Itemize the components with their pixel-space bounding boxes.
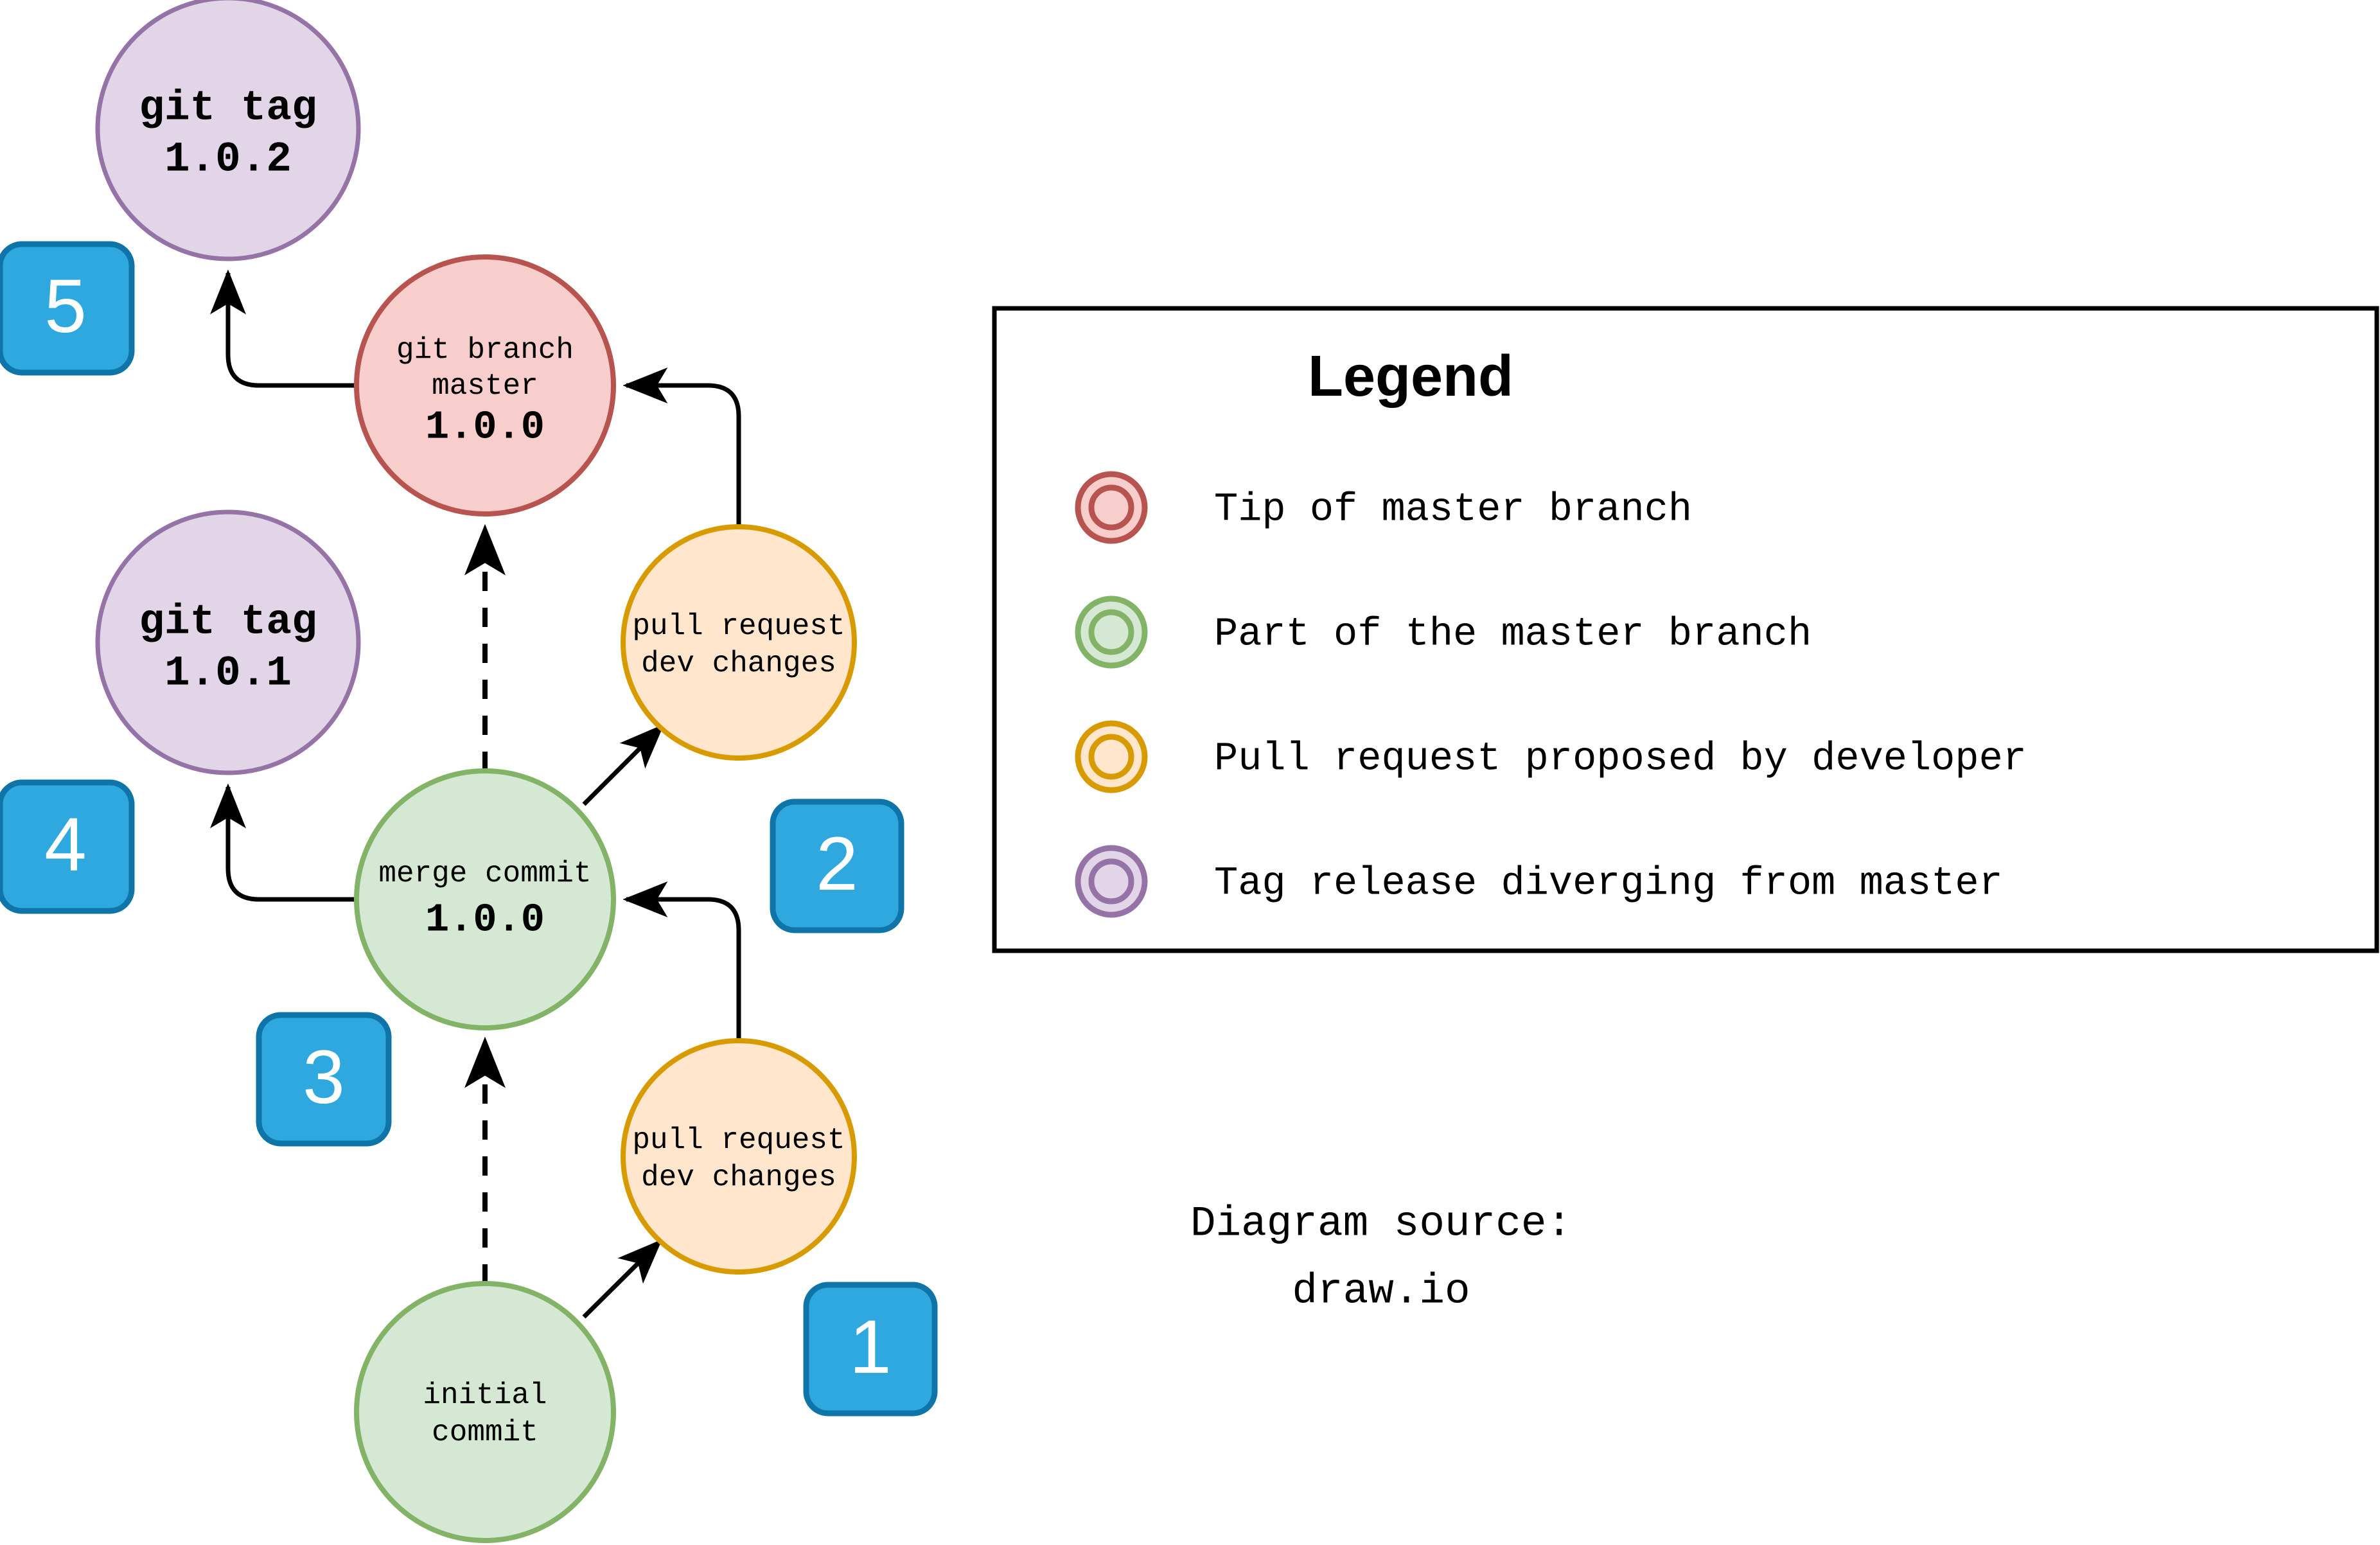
node-pr-top-line2: dev changes xyxy=(641,647,836,680)
diagram-source-note: Diagram source: draw.io xyxy=(1190,1199,1572,1315)
edge-master-to-tag-102 xyxy=(210,269,357,388)
node-layer: git tag 1.0.2 git branch master 1.0.0 gi… xyxy=(95,0,857,1543)
edge-pr-bottom-to-merge xyxy=(622,881,741,1041)
green-ring-icon xyxy=(1075,596,1148,669)
node-pr-bottom-line1: pull request xyxy=(632,1124,845,1157)
step-badge-1-label: 1 xyxy=(849,1305,892,1390)
step-badge-4[interactable]: 4 xyxy=(0,779,135,914)
legend-item-pull-request[interactable]: Pull request proposed by developer xyxy=(1075,720,2027,793)
node-master-line1: git branch xyxy=(396,333,574,367)
legend-item-tip-of-master[interactable]: Tip of master branch xyxy=(1075,471,1692,544)
step-badge-5-label: 5 xyxy=(44,264,87,349)
step-badge-4-label: 4 xyxy=(44,802,87,887)
step-badge-3[interactable]: 3 xyxy=(256,1012,392,1147)
node-git-tag-1-0-1-line1: git tag xyxy=(139,597,317,646)
step-badge-2[interactable]: 2 xyxy=(770,799,904,933)
node-master-version: 1.0.0 xyxy=(425,404,545,450)
node-initial-line1: initial xyxy=(423,1379,547,1412)
node-pull-request-bottom[interactable]: pull request dev changes xyxy=(621,1038,857,1275)
node-merge-line1: merge commit xyxy=(378,857,591,890)
step-badge-5[interactable]: 5 xyxy=(0,241,135,376)
node-pull-request-top[interactable]: pull request dev changes xyxy=(621,524,857,761)
node-git-tag-1-0-1[interactable]: git tag 1.0.1 xyxy=(95,509,361,775)
orange-ring-icon xyxy=(1075,720,1148,793)
node-initial-commit[interactable]: initial commit xyxy=(354,1281,616,1543)
node-pr-top-line1: pull request xyxy=(632,610,845,643)
node-pr-bottom-line2: dev changes xyxy=(641,1161,836,1194)
legend-item-label-3: Pull request proposed by developer xyxy=(1214,736,2027,781)
node-git-branch-master[interactable]: git branch master 1.0.0 xyxy=(354,254,616,516)
diagram-source-line1: Diagram source: xyxy=(1190,1199,1572,1248)
node-git-tag-1-0-1-line2: 1.0.1 xyxy=(164,649,292,697)
edge-initial-to-pr-bottom xyxy=(582,1239,662,1319)
node-merge-commit[interactable]: merge commit 1.0.0 xyxy=(354,768,616,1030)
legend-item-label-1: Tip of master branch xyxy=(1214,486,1692,532)
legend-item-label-4: Tag release diverging from master xyxy=(1214,860,2003,906)
edge-layer xyxy=(210,269,741,1319)
legend-box-frame xyxy=(992,306,2379,953)
step-badge-2-label: 2 xyxy=(816,822,858,906)
edge-merge-to-pr-top xyxy=(582,724,664,806)
purple-ring-icon xyxy=(1075,845,1148,918)
step-badge-3-label: 3 xyxy=(303,1035,345,1120)
step-badge-1[interactable]: 1 xyxy=(803,1282,938,1417)
legend-item-part-of-master[interactable]: Part of the master branch xyxy=(1075,596,1811,669)
node-git-tag-1-0-2-line2: 1.0.2 xyxy=(164,135,292,183)
legend-item-tag-release[interactable]: Tag release diverging from master xyxy=(1075,845,2003,918)
node-merge-version: 1.0.0 xyxy=(425,897,545,942)
legend-panel: Legend Tip of master branch Part of the … xyxy=(992,306,2379,953)
node-initial-line2: commit xyxy=(432,1416,538,1449)
edge-pr-top-to-master xyxy=(622,367,741,527)
legend-title: Legend xyxy=(1308,344,1513,409)
red-ring-icon xyxy=(1075,471,1148,544)
node-master-line2: master xyxy=(432,369,538,403)
node-git-tag-1-0-2[interactable]: git tag 1.0.2 xyxy=(95,0,361,261)
diagram-source-line2: draw.io xyxy=(1292,1267,1470,1315)
node-git-tag-1-0-2-line1: git tag xyxy=(139,84,317,132)
legend-item-label-2: Part of the master branch xyxy=(1214,611,1811,657)
step-badge-layer: 5 4 3 2 1 xyxy=(0,241,938,1417)
edge-merge-to-tag-101 xyxy=(210,783,357,902)
